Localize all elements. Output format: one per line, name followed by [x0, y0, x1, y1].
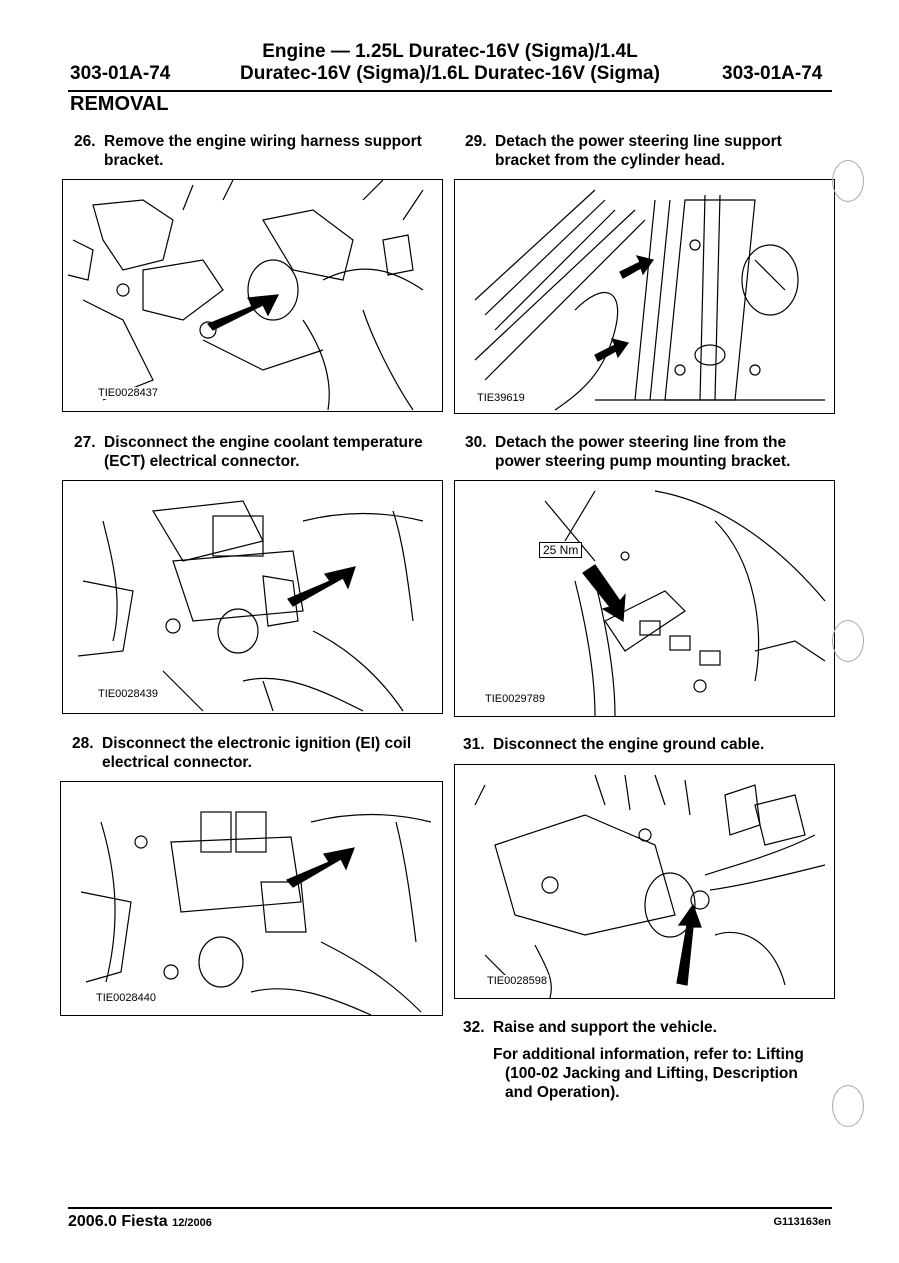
step-number: 27. — [74, 434, 96, 451]
step-30: 30. Detach the power steering line from … — [465, 433, 835, 473]
page-number-right: 303-01A-74 — [722, 63, 823, 84]
figure-id: TIE0028439 — [96, 688, 160, 700]
page-number-left: 303-01A-74 — [70, 63, 171, 84]
figure-ei-coil-connector: TIE0028440 — [60, 781, 443, 1016]
reference-note: For additional information, refer to: Li… — [493, 1045, 833, 1102]
step-32: 32. Raise and support the vehicle. — [463, 1018, 833, 1040]
step-number: 31. — [463, 736, 485, 753]
figure-ps-line-bracket: TIE39619 — [454, 179, 835, 414]
step-text: Disconnect the engine coolant temperatur… — [104, 434, 423, 470]
title-line-1: Engine — 1.25L Duratec-16V (Sigma)/1.4L — [262, 41, 638, 62]
figure-id: TIE0028437 — [96, 387, 160, 399]
step-number: 28. — [72, 735, 94, 752]
step-text: Disconnect the electronic ignition (EI) … — [102, 735, 412, 771]
note-line-2: (100-02 Jacking and Lifting, Description — [505, 1065, 798, 1082]
step-31: 31. Disconnect the engine ground cable. — [463, 735, 833, 757]
figure-id: TIE39619 — [475, 392, 527, 404]
step-number: 30. — [465, 434, 487, 451]
step-number: 32. — [463, 1019, 485, 1036]
footer-document-code: G113163en — [773, 1216, 832, 1228]
binder-hole — [832, 1085, 864, 1127]
binder-hole — [832, 620, 864, 662]
binder-hole — [832, 160, 864, 202]
figure-ps-pump-bracket: 25 Nm TIE0029789 — [454, 480, 835, 717]
figure-wiring-harness-bracket: TIE0028437 — [62, 179, 443, 412]
figure-id: TIE0028598 — [485, 975, 549, 987]
figure-ground-cable: TIE0028598 — [454, 764, 835, 999]
step-text: Raise and support the vehicle. — [493, 1019, 717, 1036]
step-29: 29. Detach the power steering line suppo… — [465, 132, 835, 172]
figure-id: TIE0028440 — [94, 992, 158, 1004]
note-line-1: For additional information, refer to: Li… — [493, 1046, 804, 1063]
step-text: Remove the engine wiring harness support… — [104, 133, 422, 169]
step-text: Disconnect the engine ground cable. — [493, 736, 765, 753]
step-27: 27. Disconnect the engine coolant temper… — [74, 433, 454, 473]
footer-model: 2006.0 Fiesta 12/2006 — [68, 1213, 212, 1230]
note-line-3: and Operation). — [505, 1084, 620, 1101]
section-heading: REMOVAL — [70, 93, 169, 115]
title-line-2: Duratec-16V (Sigma)/1.6L Duratec-16V (Si… — [240, 63, 660, 84]
footer-rule — [68, 1207, 832, 1209]
step-28: 28. Disconnect the electronic ignition (… — [72, 734, 457, 774]
step-number: 29. — [465, 133, 487, 150]
page-title: Engine — 1.25L Duratec-16V (Sigma)/1.4L … — [200, 41, 700, 85]
step-number: 26. — [74, 133, 96, 150]
torque-label: 25 Nm — [539, 542, 583, 558]
step-26: 26. Remove the engine wiring harness sup… — [74, 132, 454, 172]
figure-id: TIE0029789 — [483, 693, 547, 705]
header-rule — [68, 90, 832, 92]
figure-ect-connector: TIE0028439 — [62, 480, 443, 714]
